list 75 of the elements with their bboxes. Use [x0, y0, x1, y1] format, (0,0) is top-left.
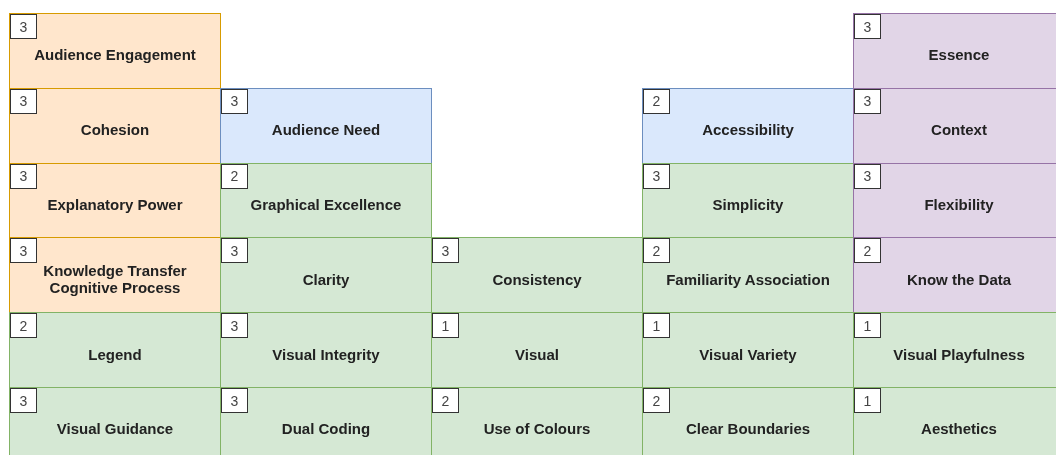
- category-label: Visual: [515, 345, 559, 363]
- score-badge: 2: [221, 163, 248, 189]
- score-badge: 2: [854, 238, 881, 264]
- category-cell: [853, 162, 1056, 239]
- category-cell: [9, 387, 221, 455]
- category-label: Aesthetics: [921, 420, 997, 438]
- category-cell: [853, 237, 1056, 314]
- category-label: Visual Playfulness: [893, 345, 1025, 363]
- category-label: Familiarity Association: [666, 270, 830, 288]
- score-badge: 3: [854, 14, 881, 39]
- category-label: Simplicity: [712, 196, 784, 213]
- category-cell: [220, 162, 432, 239]
- score-badge: 3: [10, 88, 37, 114]
- category-cell: [642, 387, 854, 455]
- category-label: Visual Variety: [699, 345, 797, 363]
- score-badge: 3: [221, 388, 248, 413]
- category-cell: [431, 237, 643, 314]
- score-badge: 3: [221, 238, 248, 264]
- category-label: Flexibility: [924, 196, 994, 213]
- category-label: Consistency: [492, 270, 582, 288]
- score-badge: 3: [432, 238, 459, 264]
- score-badge: 3: [10, 388, 37, 413]
- category-cell: [431, 312, 643, 388]
- category-cell: [9, 13, 221, 89]
- score-badge: 1: [643, 313, 670, 339]
- category-cell: [431, 387, 643, 455]
- category-cell: [9, 87, 221, 164]
- category-label: Know the Data: [906, 270, 1012, 288]
- category-label: Explanatory Power: [47, 196, 183, 213]
- category-cell: [220, 87, 432, 164]
- category-label: Visual Integrity: [272, 345, 380, 363]
- category-label: Knowledge Transfer Cognitive Process: [42, 262, 188, 297]
- category-label: Dual Coding: [281, 420, 371, 438]
- score-badge: 1: [432, 313, 459, 339]
- category-cell: [853, 13, 1056, 89]
- category-cell: [220, 237, 432, 314]
- score-badge: 3: [10, 238, 37, 264]
- category-cell: [220, 312, 432, 388]
- score-badge: 3: [10, 163, 37, 189]
- score-badge: 2: [10, 313, 37, 339]
- category-cell: [642, 87, 854, 164]
- score-badge: 3: [643, 163, 670, 189]
- score-badge: 2: [643, 88, 670, 114]
- score-badge: 2: [643, 238, 670, 264]
- category-label: Context: [931, 121, 987, 139]
- category-label: Graphical Excellence: [250, 196, 402, 213]
- category-cell: [642, 162, 854, 239]
- score-badge: 3: [854, 88, 881, 114]
- category-cell: [9, 312, 221, 388]
- category-label: Use of Colours: [483, 420, 591, 438]
- score-badge: 3: [221, 313, 248, 339]
- category-cell: [853, 312, 1056, 388]
- category-label: Visual Guidance: [56, 420, 174, 438]
- category-label: Essence: [928, 46, 990, 64]
- category-cell: [642, 237, 854, 314]
- category-cell: [853, 387, 1056, 455]
- score-badge: 1: [854, 388, 881, 413]
- score-badge: 3: [10, 14, 37, 39]
- score-badge: 2: [643, 388, 670, 413]
- score-badge: 1: [854, 313, 881, 339]
- category-label: Clear Boundaries: [685, 420, 811, 438]
- category-cell: [9, 162, 221, 239]
- category-label: Legend: [88, 345, 142, 363]
- category-cell: [642, 312, 854, 388]
- category-cell: [853, 87, 1056, 164]
- category-label: Audience Engagement: [34, 46, 196, 64]
- category-label: Accessibility: [702, 121, 794, 139]
- score-badge: 3: [854, 163, 881, 189]
- category-label: Clarity: [302, 270, 350, 288]
- score-badge: 3: [221, 88, 248, 114]
- category-cell: [9, 237, 221, 314]
- score-badge: 2: [432, 388, 459, 413]
- category-label: Audience Need: [271, 121, 381, 139]
- category-cell: [220, 387, 432, 455]
- category-label: Cohesion: [80, 121, 150, 139]
